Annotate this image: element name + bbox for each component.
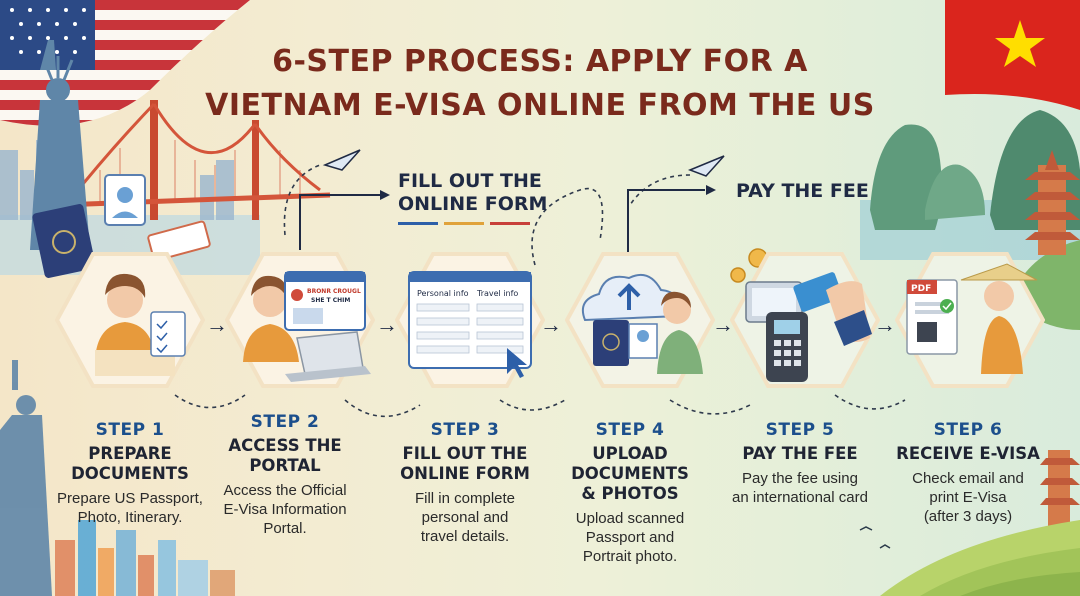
arrow-5-6: → [874,312,896,337]
step-title: PREPARE DOCUMENTS [71,444,189,483]
clipboard-icon [150,311,186,357]
step-title: PAY THE FEE [742,444,858,463]
photo-id-icon [104,174,146,226]
arrow-3-4: → [540,312,562,337]
arrow-4-5: → [712,312,734,337]
card-terminal-icon [745,281,808,382]
step-number: STEP 1 [95,420,165,440]
svg-text:Personal info: Personal info [417,289,469,298]
arrow-2-3: → [376,312,398,337]
page-title-line2: VIETNAM E-VISA ONLINE FROM THE US [205,88,875,123]
vietnam-flag-icon [945,0,1080,110]
statue-of-liberty-icon-lower [0,360,52,596]
callout-pay-fee: PAY THE FEE [736,180,869,202]
step-number: STEP 2 [250,412,320,432]
step-2-illustration: BRONR CROUGL SHE T CHIM [225,252,375,388]
ticket-icon [147,220,211,262]
step-description: Prepare US Passport,Photo, Itinerary. [57,490,203,526]
svg-text:Travel info: Travel info [476,289,518,298]
step-1-illustration [55,252,205,388]
step-title: RECEIVE E-VISA [896,444,1040,463]
step-6-illustration: PDF [895,252,1045,388]
svg-text:BRONR CROUGL: BRONR CROUGL [307,288,361,295]
step-3-illustration: Personal info Travel info [395,252,545,388]
paper-plane-icon [322,149,725,177]
step-number: STEP 4 [595,420,665,440]
step-1: STEP 1 PREPARE DOCUMENTS Prepare US Pass… [40,420,220,527]
page-title-line1: 6-STEP PROCESS: APPLY FOR A [272,44,808,79]
pdf-document-icon: PDF [906,279,958,355]
pagoda-icon [1025,150,1080,255]
cursor-icon [507,348,527,378]
svg-text:PDF: PDF [911,284,931,294]
step-number: STEP 3 [430,420,500,440]
conical-hat-icon [960,263,1038,281]
rice-terraces [859,520,1080,596]
step-number: STEP 6 [933,420,1003,440]
step-4: STEP 4 UPLOAD DOCUMENTS& PHOTOS Upload s… [540,420,720,566]
callout-fill-form: FILL OUT THE ONLINE FORM [398,170,548,215]
step-title: UPLOAD DOCUMENTS& PHOTOS [571,444,689,503]
passport-icon [32,204,96,278]
laptop-icon [285,331,371,382]
step-number: STEP 5 [765,420,835,440]
arrow-1-2: → [206,312,228,337]
pagoda-icon-lower [1040,450,1080,530]
city-skyline-bottom [55,520,235,596]
svg-text:SHE T CHIM: SHE T CHIM [311,297,350,304]
step-4-illustration [565,252,715,388]
step-5-illustration [730,252,880,388]
